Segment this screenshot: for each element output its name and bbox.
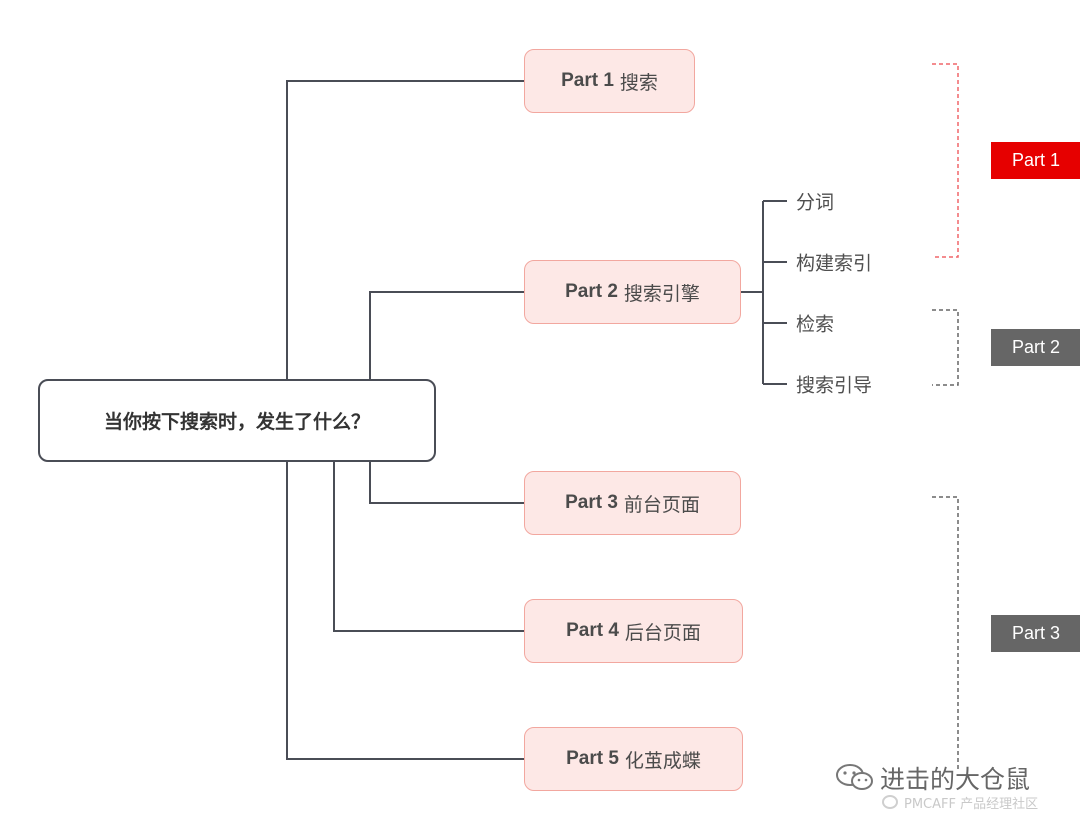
connector-part2 — [369, 291, 524, 380]
connector-part1 — [286, 80, 524, 380]
part-number: Part 3 — [565, 492, 618, 513]
tree-connectors — [286, 80, 787, 760]
watermark-title: 进击的大仓鼠 — [880, 765, 1031, 794]
section-tag-part2: Part 2 — [991, 329, 1080, 366]
part-node-1[interactable]: Part 1 搜索 — [524, 49, 695, 113]
root-label: 当你按下搜索时，发生了什么？ — [103, 411, 370, 433]
part-number: Part 1 — [561, 70, 614, 91]
section-tag-part3: Part 3 — [991, 615, 1080, 652]
subitem-retrieval[interactable]: 检索 — [796, 313, 835, 336]
bracket-part1 — [932, 63, 959, 258]
root-node[interactable]: 当你按下搜索时，发生了什么？ — [38, 379, 436, 462]
bracket-part3 — [932, 496, 959, 770]
section-brackets — [932, 63, 959, 770]
bracket-part2 — [932, 309, 959, 386]
part-title: 后台页面 — [624, 621, 701, 644]
subitem-search-guide[interactable]: 搜索引导 — [796, 374, 873, 397]
part-title: 搜索引擎 — [623, 282, 700, 305]
section-tag-part1: Part 1 — [991, 142, 1080, 179]
connector-subitems — [741, 200, 787, 385]
part-node-5[interactable]: Part 5 化茧成蝶 — [524, 727, 743, 791]
part-node-2[interactable]: Part 2 搜索引擎 — [524, 260, 741, 324]
connector-part3 — [369, 461, 524, 504]
part-title: 前台页面 — [623, 493, 700, 516]
pmcaff-logo-icon — [882, 795, 899, 809]
subitem-segmentation[interactable]: 分词 — [796, 191, 835, 214]
part-number: Part 2 — [565, 281, 618, 302]
watermark-subtitle: PMCAFF 产品经理社区 — [904, 797, 1039, 812]
part-node-4[interactable]: Part 4 后台页面 — [524, 599, 743, 663]
connector-part4 — [333, 461, 524, 632]
part-node-3[interactable]: Part 3 前台页面 — [524, 471, 741, 535]
part-title: 搜索 — [619, 71, 658, 94]
subitem-build-index[interactable]: 构建索引 — [796, 252, 873, 275]
wechat-icon — [836, 764, 873, 790]
part-number: Part 5 — [566, 748, 619, 769]
connector-part5 — [286, 461, 524, 760]
part-title: 化茧成蝶 — [624, 749, 701, 772]
part-number: Part 4 — [566, 620, 619, 641]
